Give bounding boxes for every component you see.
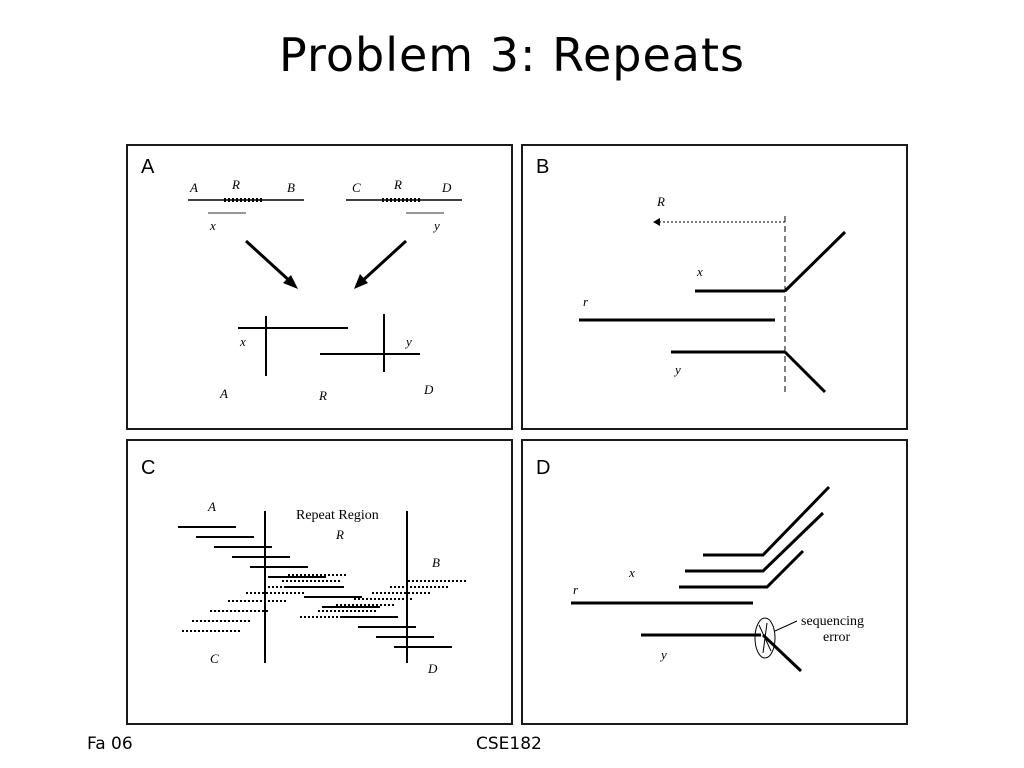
label-r: R <box>335 527 344 542</box>
label-y: y <box>673 362 681 377</box>
error-mark-2 <box>762 622 768 654</box>
solid-reads-group <box>178 526 452 648</box>
footer-course-term: Fa 06 <box>87 734 133 754</box>
label-c: C <box>210 651 219 666</box>
read-upper-1 <box>703 485 831 557</box>
sequencing-label: sequencing <box>801 614 864 629</box>
label-b-top: B <box>287 180 295 195</box>
label-a: A <box>207 499 216 514</box>
repeat-arrow-head <box>653 218 660 226</box>
panel-c-diagram: C A Repeat Region R B C D <box>141 457 466 676</box>
label-x-bottom: x <box>239 334 246 349</box>
slide-title: Problem 3: Repeats <box>279 28 745 82</box>
error-pointer <box>774 620 798 632</box>
panel-d-diagram: D x r y sequencing error <box>536 457 864 673</box>
label-a-top: A <box>189 180 198 195</box>
panel-a: A A R B x C R D y x y A R D <box>126 144 513 430</box>
arrow-right <box>358 239 408 285</box>
label-x: x <box>696 264 703 279</box>
label-r-bottom: R <box>318 388 327 403</box>
footer-course-code: CSE182 <box>476 734 542 754</box>
panel-c-letter: C <box>141 457 155 479</box>
label-y-top: y <box>432 218 440 233</box>
label-r: r <box>583 294 589 309</box>
error-label: error <box>823 630 851 645</box>
read-x <box>679 549 805 589</box>
label-d-top: D <box>441 180 452 195</box>
dotted-reads-group <box>182 574 466 632</box>
repeat-region-label: Repeat Region <box>296 508 379 523</box>
label-a-bottom: A <box>219 386 228 401</box>
error-circle <box>754 617 776 659</box>
panel-b: B R x r y <box>521 144 908 430</box>
read-x-branch <box>783 230 847 293</box>
label-c-top: C <box>352 180 361 195</box>
panel-b-diagram: B R x r y <box>536 156 847 396</box>
panel-a-letter: A <box>141 156 155 178</box>
read-y-branch <box>783 350 827 394</box>
label-x-top: x <box>209 218 216 233</box>
arrow-right-head <box>354 274 368 289</box>
label-x: x <box>628 565 635 580</box>
arrow-left-head <box>283 275 298 289</box>
label-r: r <box>573 582 579 597</box>
read-y-branch <box>761 633 803 673</box>
label-d: D <box>427 661 438 676</box>
panel-b-letter: B <box>536 156 549 178</box>
label-y: y <box>659 647 667 662</box>
panel-d: D x r y sequencing error <box>521 439 908 725</box>
label-r-repeat: R <box>656 194 665 209</box>
label-r-top-right: R <box>393 177 402 192</box>
panel-c: C A Repeat Region R B C D <box>126 439 513 725</box>
panel-d-letter: D <box>536 457 550 479</box>
arrow-left <box>244 239 294 285</box>
read-upper-2 <box>685 511 825 573</box>
label-b: B <box>432 555 440 570</box>
panel-a-diagram: A A R B x C R D y x y A R D <box>141 156 462 403</box>
label-d-bottom: D <box>423 382 434 397</box>
label-y-bottom: y <box>404 334 412 349</box>
label-r-top-left: R <box>231 177 240 192</box>
